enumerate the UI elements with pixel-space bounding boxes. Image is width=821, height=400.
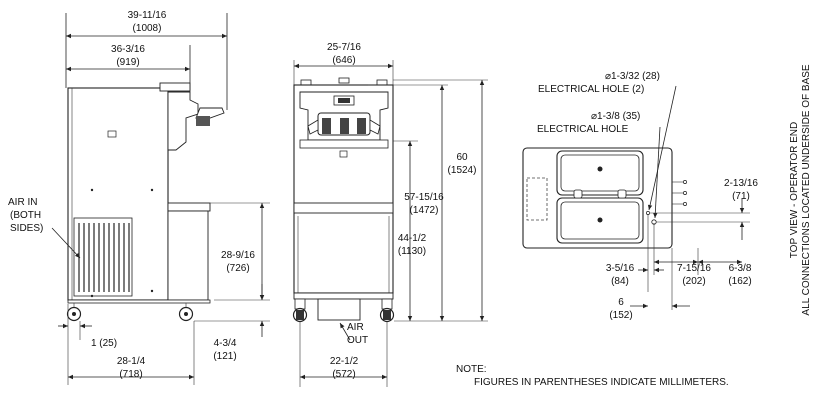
front-base-mm: (572) (332, 369, 355, 380)
d1-mm: (84) (611, 276, 629, 287)
drip-height-mm: (1130) (398, 246, 426, 257)
side-freezer-head (167, 91, 199, 151)
side-view: 39-11/16 (1008) 36-3/16 (919) (8, 10, 270, 385)
side-spout (196, 116, 210, 126)
base-depth-mm: (718) (119, 369, 142, 380)
total-height-in: 60 (456, 152, 468, 163)
d3-in: 6-3/8 (729, 263, 752, 274)
d2-in: 7-15/16 (677, 263, 711, 274)
body-width-in: 36-3/16 (111, 44, 145, 55)
side-hopper-lid (159, 82, 191, 92)
hole-1-size: ⌀1-3/8 (35) (591, 111, 640, 122)
hole-1-label: ELECTRICAL HOLE (537, 124, 629, 135)
spout-height-mm: (1472) (410, 205, 439, 216)
total-height-mm: (1524) (448, 165, 477, 176)
side-logo (107, 130, 117, 138)
side-offset-in: 2-13/16 (724, 178, 758, 189)
air-out-label-2: OUT (347, 335, 368, 346)
body-width-mm: (919) (116, 57, 139, 68)
top-view-caption-2: ALL CONNECTIONS LOCATED UNDERSIDE OF BAS… (801, 64, 812, 315)
caster-offset: 1 (25) (91, 338, 117, 349)
hole-2-label: ELECTRICAL HOLE (2) (538, 84, 644, 95)
spout-height-in: 57-15/16 (404, 192, 444, 203)
air-out-leader (339, 322, 351, 341)
hole-1-leader (653, 126, 661, 219)
top-view: ⌀1-3/32 (28) ELECTRICAL HOLE (2) ⌀1-3/8 … (522, 71, 758, 321)
air-in-label-1: AIR IN (8, 197, 37, 208)
overall-width-mm: (1008) (133, 23, 162, 34)
front-casters (292, 298, 395, 323)
air-in-leader (51, 227, 81, 259)
d4-in: 6 (618, 297, 624, 308)
overall-width-in: 39-11/16 (128, 10, 167, 21)
drip-height-in: 44-1/2 (398, 233, 427, 244)
air-in-label-3: SIDES) (10, 223, 43, 234)
hole-2-leader (647, 85, 677, 211)
d3-mm: (162) (728, 276, 751, 287)
floor-clearance-in: 4-3/4 (214, 338, 237, 349)
front-spouts (307, 118, 381, 135)
d2-mm: (202) (682, 276, 705, 287)
front-view: 25-7/16 (646) (292, 42, 488, 387)
top-hidden-panel (526, 177, 548, 221)
front-drip-tray (293, 202, 394, 214)
top-view-caption-1: TOP VIEW - OPERATOR END (789, 122, 800, 259)
side-lower-cabinet (167, 210, 209, 301)
front-width-mm: (646) (332, 55, 355, 66)
front-base-in: 22-1/2 (330, 356, 359, 367)
d1-in: 3-5/16 (606, 263, 635, 274)
d4-mm: (152) (609, 310, 632, 321)
note-text: FIGURES IN PARENTHESES INDICATE MILLIMET… (474, 377, 729, 388)
air-out-label-1: AIR (347, 322, 364, 333)
height-in: 28-9/16 (221, 250, 255, 261)
top-hopper-upper (556, 150, 644, 196)
note-heading: NOTE: (456, 364, 487, 375)
floor-clearance-mm: (121) (213, 351, 236, 362)
air-in-label-2: (BOTH (10, 210, 41, 221)
height-mm: (726) (226, 263, 249, 274)
side-offset-mm: (71) (732, 191, 750, 202)
hole-2-size: ⌀1-3/32 (28) (605, 71, 660, 82)
top-view-caption: TOP VIEW - OPERATOR END ALL CONNECTIONS … (789, 64, 812, 315)
base-depth-in: 28-1/4 (117, 356, 146, 367)
side-drip-tray (167, 202, 211, 212)
front-width-in: 25-7/16 (327, 42, 361, 53)
top-side-connections (672, 180, 687, 206)
front-air-out-duct (317, 298, 361, 321)
